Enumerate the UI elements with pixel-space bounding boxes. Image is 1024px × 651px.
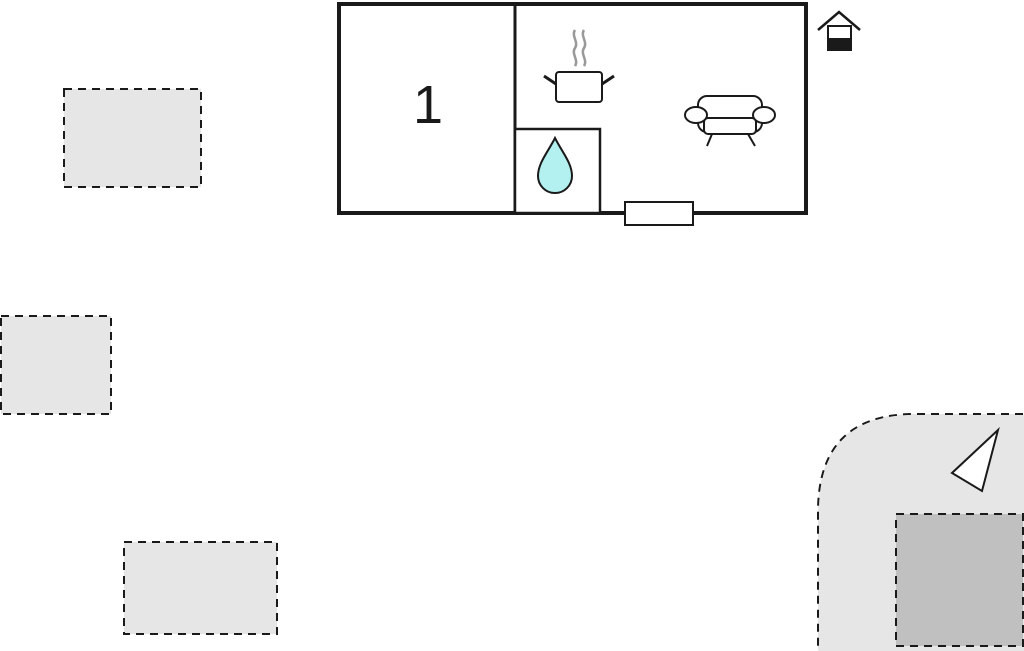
room-number: 1	[413, 75, 443, 135]
outdoor-area-1	[63, 88, 202, 188]
sofa-icon	[684, 95, 776, 147]
cooking-pot-icon	[543, 29, 615, 103]
water-drop-icon	[536, 135, 574, 194]
terrace-inner-area	[895, 513, 1024, 647]
tent-icon	[950, 426, 1000, 493]
entrance-door	[624, 201, 694, 226]
entrance-icon	[817, 10, 861, 51]
outdoor-area-2	[0, 315, 112, 415]
outdoor-area-3	[123, 541, 278, 635]
